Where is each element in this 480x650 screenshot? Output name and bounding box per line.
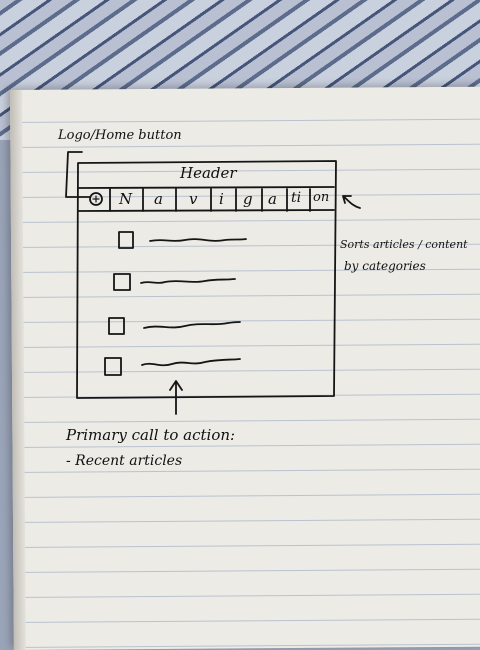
article-checkbox [104,357,122,376]
header-divider [78,186,335,189]
article-checkbox [113,273,131,291]
nav-note-line1: Sorts articles / content [340,238,468,251]
primary-arrow [169,380,183,415]
nav-note-line2: by categories [344,259,426,273]
logo-bracket [65,151,91,198]
logo-circle-icon [89,192,103,206]
navigation-bar: N a v i g a ti on [79,189,334,211]
nav-letter: g [243,190,253,208]
primary-cta-line1: Primary call to action: [66,426,236,444]
header-label: Header [180,164,237,182]
nav-letter: i [219,190,224,208]
nav-letter: a [268,190,277,208]
logo-home-label: Logo/Home button [58,128,182,143]
nav-letter: v [189,190,198,208]
nav-bar-bottom [78,209,335,212]
article-checkbox [108,317,125,335]
article-squiggle [143,321,241,329]
nav-letter: ti [291,190,302,206]
nav-letter: on [313,190,330,205]
article-checkbox [118,231,134,249]
nav-letter: a [154,190,163,208]
article-squiggle [149,238,247,242]
primary-cta-line2: - Recent articles [66,453,183,469]
article-squiggle [140,278,236,284]
wireframe-outline [76,160,337,399]
article-squiggle [141,358,241,367]
nav-letter: N [119,190,133,208]
nav-arrow [342,195,361,209]
